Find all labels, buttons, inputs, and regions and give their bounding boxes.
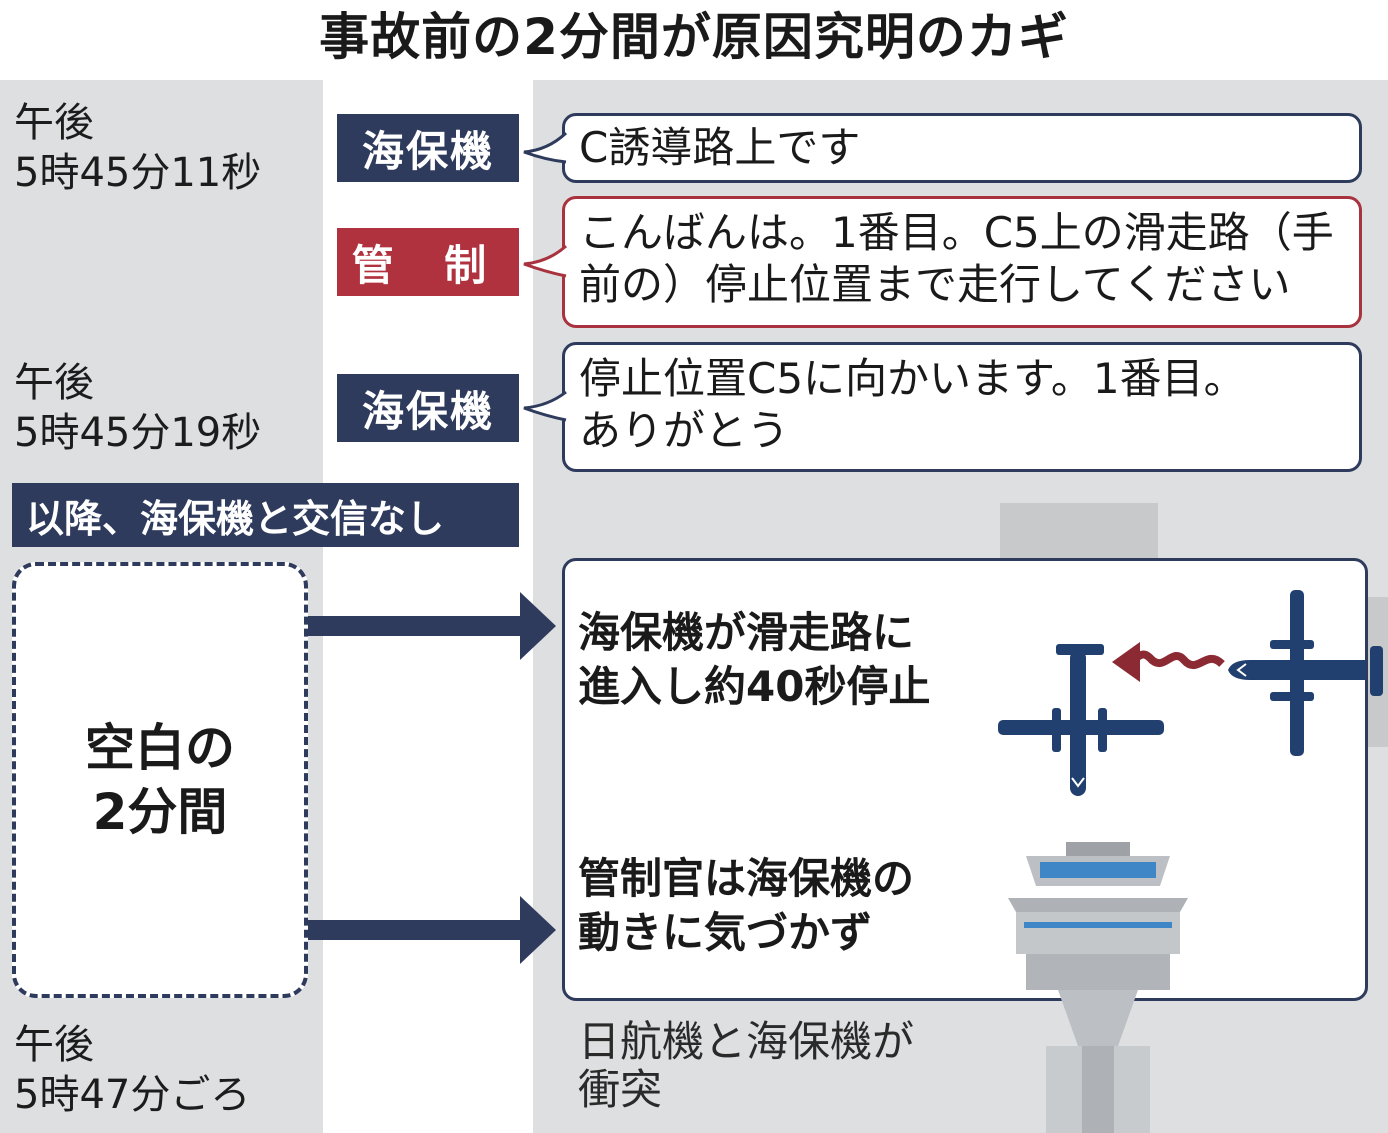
event-2-line1: 管制官は海保機の [578, 854, 915, 903]
blank-period-label: 空白の 2分間 [85, 716, 235, 844]
event-controller-unaware: 管制官は海保機の 動きに気づかず [578, 852, 914, 960]
message-bubble-3: 停止位置C5に向かいます。1番目。 ありがとう [562, 342, 1362, 472]
time-2-line1: 午後 [14, 360, 94, 406]
message-1-text: C誘導路上です [579, 123, 861, 172]
control-tower-icon [1008, 842, 1188, 1133]
message-2-line2: 前の）停止位置まで走行してください [579, 260, 1291, 309]
time-3-line2: 5時47分ごろ [14, 1072, 251, 1118]
time-1-line1: 午後 [14, 100, 94, 146]
arrow-right-icon [308, 896, 556, 964]
speaker-tag-coastguard-1: 海保機 [337, 114, 519, 182]
bubble-tail-1 [523, 131, 568, 164]
arrow-right-icon [308, 592, 556, 660]
event-1-line2: 進入し約40秒停止 [578, 662, 931, 711]
airplane-icon [998, 644, 1164, 796]
blank-line1: 空白の [85, 719, 235, 777]
speaker-tag-coastguard-2: 海保機 [337, 374, 519, 442]
collision-note: 日航機と海保機が 衝突 [578, 1018, 914, 1114]
message-bubble-1: C誘導路上です [562, 113, 1362, 183]
no-contact-banner: 以降、海保機と交信なし [12, 483, 519, 547]
time-label-2: 午後 5時45分19秒 [14, 358, 261, 458]
message-2-line1: こんばんは。1番目。C5上の滑走路（手 [579, 208, 1334, 257]
time-label-1: 午後 5時45分11秒 [14, 98, 261, 198]
airplane-icon [1228, 590, 1383, 756]
blank-line2: 2分間 [92, 783, 228, 841]
time-2-line2: 5時45分19秒 [14, 410, 262, 456]
collision-line2: 衝突 [578, 1065, 663, 1114]
events-box [562, 558, 1368, 1001]
event-runway-entry: 海保機が滑走路に 進入し約40秒停止 [578, 606, 930, 714]
time-label-3: 午後 5時47分ごろ [14, 1020, 250, 1120]
time-1-line2: 5時45分11秒 [14, 150, 262, 196]
message-bubble-2: こんばんは。1番目。C5上の滑走路（手 前の）停止位置まで走行してください [562, 196, 1362, 328]
message-3-line1: 停止位置C5に向かいます。1番目。 [579, 354, 1246, 403]
bubble-tail-2 [523, 244, 567, 278]
message-3-line2: ありがとう [579, 406, 790, 455]
blank-period-box: 空白の 2分間 [12, 562, 308, 998]
event-1-line1: 海保機が滑走路に [578, 608, 915, 657]
speaker-tag-control: 管 制 [337, 228, 519, 296]
event-2-line2: 動きに気づかず [578, 908, 873, 957]
collision-line1: 日航機と海保機が [578, 1017, 915, 1066]
bubble-tail-3 [523, 390, 567, 422]
wavy-arrow-icon [1112, 642, 1225, 682]
time-3-line1: 午後 [14, 1022, 94, 1068]
page-title: 事故前の2分間が原因究明のカギ [319, 8, 1069, 66]
